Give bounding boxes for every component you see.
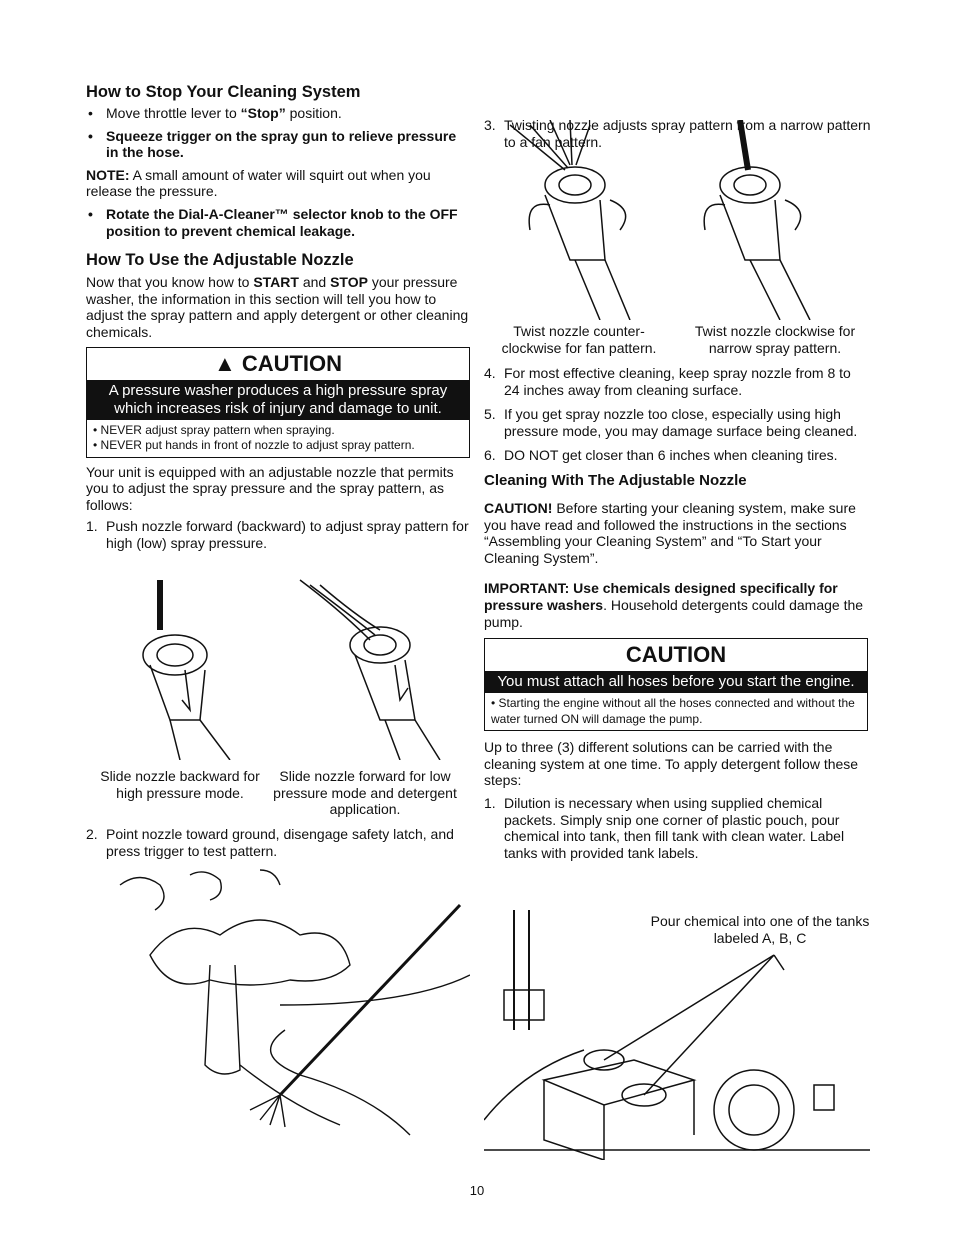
step-number: 1. bbox=[484, 794, 496, 811]
stop-bullet-3: Rotate the Dial-A-Cleaner™ selector knob… bbox=[86, 206, 470, 239]
caution-banner: You must attach all hoses before you sta… bbox=[485, 671, 867, 694]
step-number: 5. bbox=[484, 406, 496, 423]
step-text: Point nozzle toward ground, disengage sa… bbox=[106, 826, 454, 859]
caution-note: • NEVER put hands in front of nozzle to … bbox=[93, 438, 415, 453]
caution-notes: • NEVER adjust spray pattern when sprayi… bbox=[87, 420, 469, 457]
solutions-paragraph: Up to three (3) different solutions can … bbox=[484, 739, 859, 789]
important-paragraph: IMPORTANT: Use chemicals designed specif… bbox=[484, 580, 868, 630]
text-bold: STOP bbox=[330, 274, 368, 291]
step-4: 4. For most effective cleaning, keep spra… bbox=[484, 365, 868, 398]
step-2: 2. Point nozzle toward ground, disengage … bbox=[86, 826, 490, 859]
right-column: 4. For most effective cleaning, keep spra… bbox=[484, 365, 868, 861]
important-label: IMPORTANT: Use chemicals designed specif… bbox=[484, 580, 838, 613]
text: . Household detergents could damage the … bbox=[484, 596, 864, 630]
caution-box-1: ▲ CAUTION A pressure washer produces a h… bbox=[86, 346, 470, 458]
caution-note: • Starting the engine without all the ho… bbox=[491, 696, 855, 726]
text-bold: START bbox=[253, 274, 299, 291]
caution-label: CAUTION! bbox=[484, 499, 553, 516]
fig1-caption-left: Slide nozzle backward for high pressure … bbox=[100, 768, 260, 801]
warning-triangle-icon: ▲ bbox=[213, 350, 242, 376]
note-label: NOTE: bbox=[86, 166, 130, 183]
step-6: 6. DO NOT get closer than 6 inches when c… bbox=[484, 447, 868, 464]
spray-test-illustration bbox=[119, 869, 470, 1136]
step-number: 2. bbox=[86, 826, 98, 842]
step-5: 5. If you get spray nozzle too close, esp… bbox=[484, 406, 868, 439]
step-text: Dilution is necessary when using supplie… bbox=[504, 794, 845, 861]
caution-box-2: CAUTION You must attach all hoses before… bbox=[484, 638, 868, 732]
stop-heading: How to Stop Your Cleaning System bbox=[86, 83, 361, 101]
fig2-caption-right: Twist nozzle clockwise for narrow spray … bbox=[694, 323, 856, 356]
step-text: For most effective cleaning, keep spray … bbox=[504, 365, 851, 398]
step-number: 6. bbox=[484, 447, 496, 464]
step-3: 3. Twisting nozzle adjusts spray pattern … bbox=[484, 117, 874, 150]
nozzle-heading: How To Use the Adjustable Nozzle bbox=[86, 251, 354, 270]
text: and bbox=[298, 274, 331, 291]
nozzle-twist-illustration bbox=[509, 120, 811, 320]
fig1-caption-right: Slide nozzle forward for low pressure mo… bbox=[273, 768, 457, 817]
step-text: Twisting nozzle adjusts spray pattern fr… bbox=[504, 117, 871, 150]
note-text: A small amount of water will squirt out … bbox=[86, 166, 431, 200]
text-bold: “Stop” bbox=[240, 105, 286, 121]
text: position. bbox=[285, 105, 342, 121]
text: your pressure washer, the information in… bbox=[86, 274, 469, 340]
nozzle-slide-illustration bbox=[142, 579, 441, 760]
text: Starting the engine without all the hose… bbox=[491, 696, 855, 726]
text: Before starting your cleaning system, ma… bbox=[484, 499, 856, 566]
text: NEVER adjust spray pattern when spraying… bbox=[100, 422, 335, 437]
step-1: 1. Push nozzle forward (backward) to adju… bbox=[86, 518, 470, 551]
note: NOTE: A small amount of water will squir… bbox=[86, 167, 470, 200]
caution-title-text: CAUTION bbox=[241, 350, 343, 376]
fig4-caption: Pour chemical into one of the tanks labe… bbox=[650, 913, 870, 946]
text: Now that you know how to bbox=[86, 274, 254, 291]
fig2-caption-left: Twist nozzle counter-clockwise for fan p… bbox=[501, 323, 657, 356]
text: NEVER put hands in front of nozzle to ad… bbox=[100, 438, 415, 453]
nozzle-intro: Now that you know how to START and STOP … bbox=[86, 274, 470, 340]
text: Move throttle lever to bbox=[106, 105, 241, 121]
step-text: DO NOT get closer than 6 inches when cle… bbox=[504, 447, 838, 464]
caution-paragraph: CAUTION! Before starting your cleaning s… bbox=[484, 500, 868, 566]
left-column: How to Stop Your Cleaning System Move th… bbox=[86, 83, 470, 552]
cleaning-heading: Cleaning With The Adjustable Nozzle bbox=[484, 471, 747, 489]
caution-title: CAUTION bbox=[625, 642, 727, 668]
stop-bullet-2: Squeeze trigger on the spray gun to reli… bbox=[86, 128, 470, 161]
step-number: 4. bbox=[484, 365, 496, 381]
step-number: 1. bbox=[86, 518, 98, 535]
chemical-tank-illustration bbox=[484, 910, 870, 1160]
step-text: If you get spray nozzle too close, espec… bbox=[504, 406, 858, 439]
caution-note: • NEVER adjust spray pattern when sprayi… bbox=[93, 422, 335, 437]
page-number: 10 bbox=[469, 1183, 485, 1198]
step-text: Push nozzle forward (backward) to adjust… bbox=[106, 518, 469, 551]
stop-bullet-1: Move throttle lever to “Stop” position. bbox=[86, 105, 470, 122]
detergent-step-1: 1. Dilution is necessary when using suppl… bbox=[484, 795, 868, 861]
adjust-paragraph: Your unit is equipped with an adjustable… bbox=[86, 463, 454, 513]
caution-title: ▲ CAUTION bbox=[87, 348, 469, 380]
caution-banner: A pressure washer produces a high pressu… bbox=[87, 379, 469, 420]
step-number: 3. bbox=[484, 117, 496, 134]
